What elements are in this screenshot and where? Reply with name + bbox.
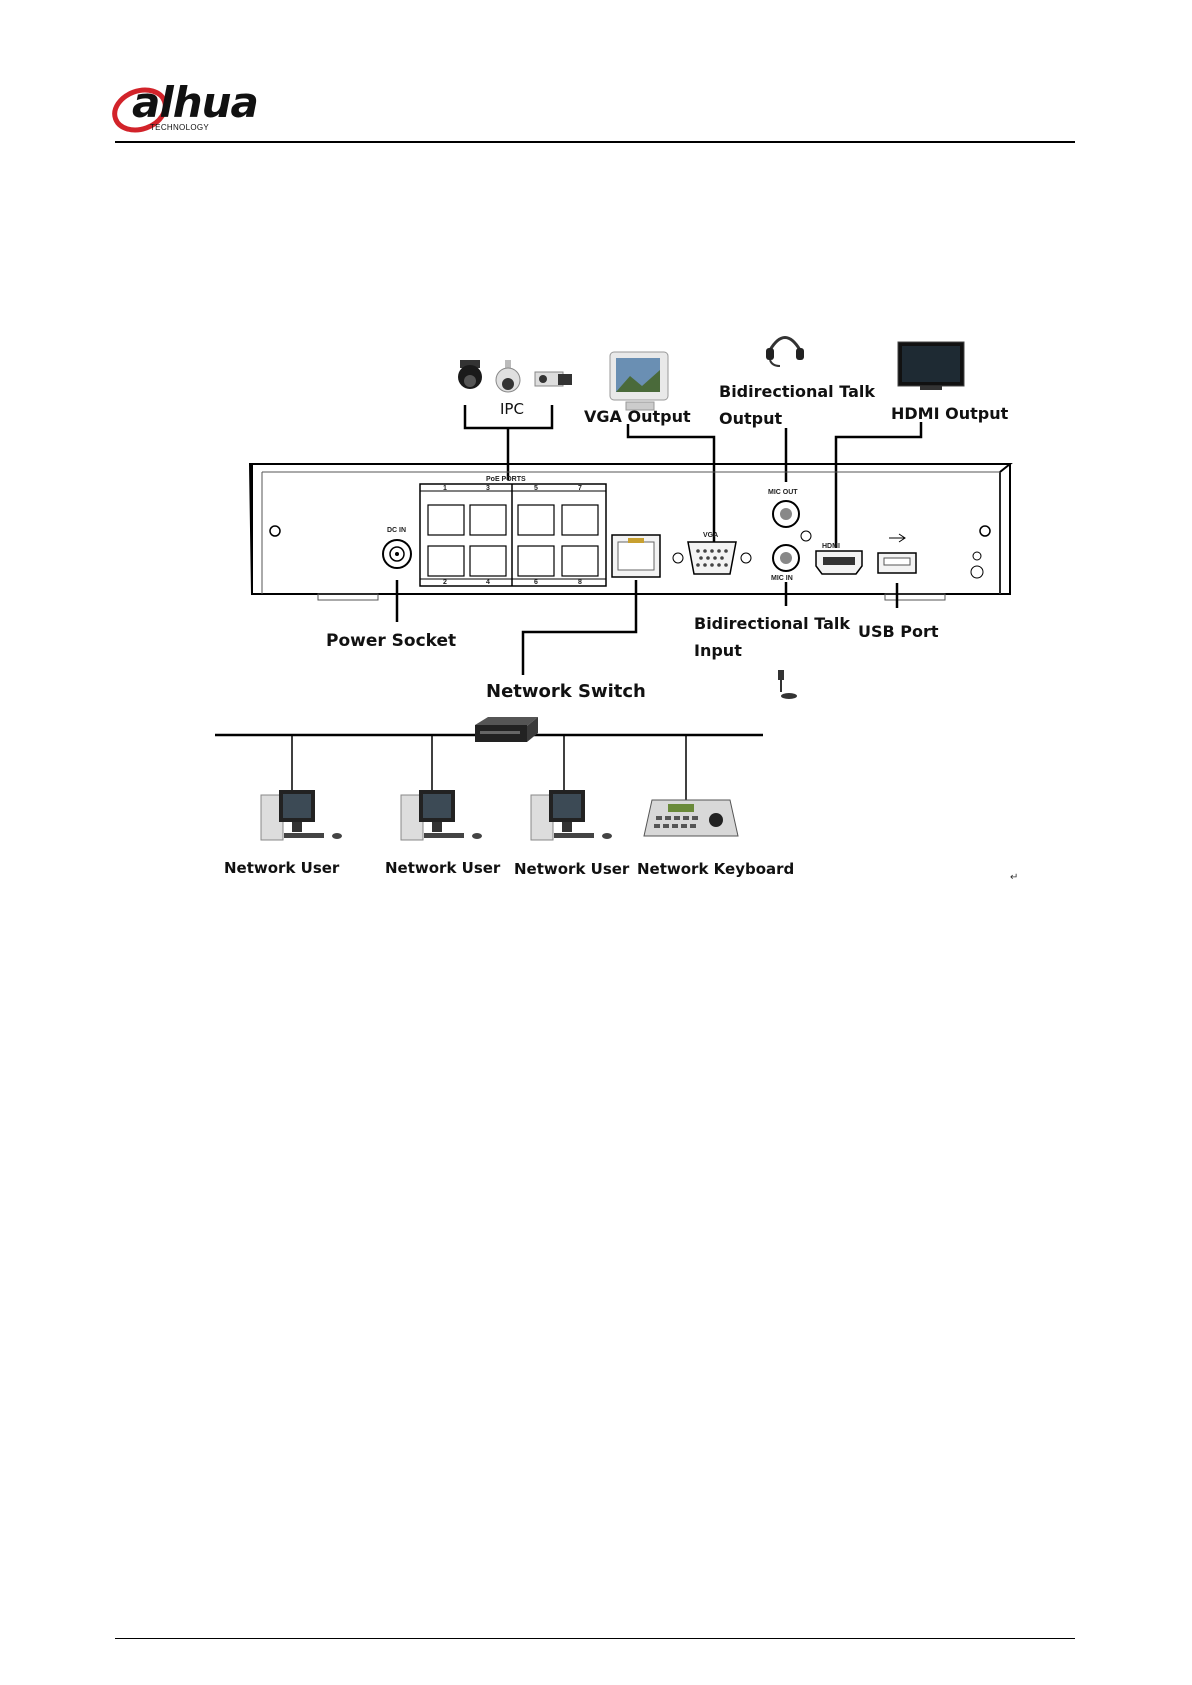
- vga-output-label: VGA Output: [584, 407, 691, 426]
- talk-input-label-line1: Bidirectional Talk: [694, 614, 850, 633]
- talk-output-label-line2: Output: [719, 409, 782, 428]
- speed-dome-camera-icon: [496, 360, 520, 392]
- network-user-label-1: Network User: [224, 859, 339, 877]
- ptz-dome-camera-icon: [458, 360, 482, 389]
- ipc-label: IPC: [500, 400, 524, 418]
- network-user-label-3: Network User: [514, 860, 629, 878]
- hdmi-output-label: HDMI Output: [891, 404, 1008, 423]
- box-camera-icon: [535, 372, 572, 386]
- mic-out-marking: MIC OUT: [768, 489, 798, 496]
- dc-in-marking: DC IN: [387, 527, 406, 534]
- port-6-marking: 6: [534, 579, 538, 586]
- poe-ports-marking: PoE PORTS: [486, 476, 526, 483]
- port-3-marking: 3: [486, 485, 490, 492]
- network-switch-icon: [475, 717, 538, 742]
- port-8-marking: 8: [578, 579, 582, 586]
- talk-output-label-line1: Bidirectional Talk: [719, 382, 875, 401]
- footer-rule: [115, 1638, 1075, 1639]
- hdmi-marking: HDMI: [822, 543, 840, 550]
- crt-monitor-icon: [610, 352, 668, 410]
- vga-connector: [688, 542, 736, 574]
- mic-in-marking: MIC IN: [771, 575, 793, 582]
- headset-icon: [766, 338, 804, 367]
- paragraph-end-mark: ↵: [1010, 872, 1018, 883]
- port-7-marking: 7: [578, 485, 582, 492]
- nvr-rear-panel: [250, 464, 1010, 600]
- port-5-marking: 5: [534, 485, 538, 492]
- usb-port-label: USB Port: [858, 622, 939, 641]
- port-4-marking: 4: [486, 579, 490, 586]
- network-keyboard-label: Network Keyboard: [637, 860, 794, 878]
- vga-marking: VGA: [703, 532, 718, 539]
- flat-tv-icon: [898, 342, 964, 390]
- workstation-computer-icon: [401, 790, 482, 840]
- network-switch-label: Network Switch: [486, 681, 646, 702]
- workstation-computer-icon: [531, 790, 612, 840]
- power-socket-label: Power Socket: [326, 631, 456, 651]
- workstation-computer-icon: [261, 790, 342, 840]
- port-2-marking: 2: [443, 579, 447, 586]
- ptz-control-keyboard-icon: [644, 800, 738, 836]
- poe-rj45-ports: [428, 505, 598, 576]
- network-user-label-2: Network User: [385, 859, 500, 877]
- gooseneck-microphone-icon: [778, 670, 797, 699]
- port-1-marking: 1: [443, 485, 447, 492]
- talk-input-label-line2: Input: [694, 641, 742, 660]
